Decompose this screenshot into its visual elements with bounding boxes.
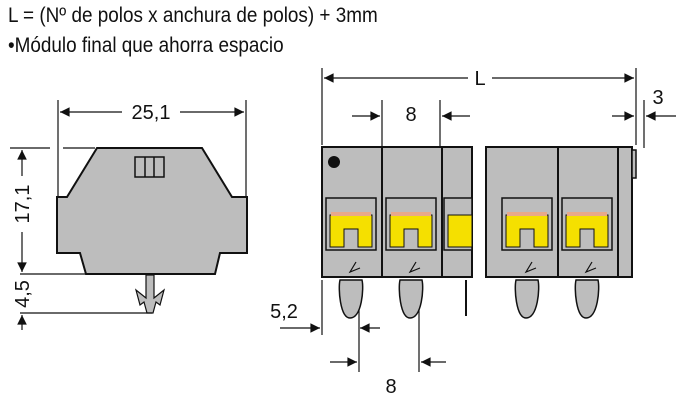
dim-offset: 5,2 <box>270 301 298 323</box>
dim-pitch-bottom: 8 <box>385 376 396 398</box>
dim-pin-height: 4,5 <box>12 280 34 308</box>
dim-pitch-top: 8 <box>405 104 416 126</box>
solder-pin <box>514 279 540 319</box>
formula-text: L = (Nº de polos x anchura de polos) + 3… <box>8 4 378 27</box>
dim-length: L <box>474 68 485 90</box>
dim-end-plate: 3 <box>652 87 663 109</box>
front-view: L 8 3 5,2 8 <box>270 68 676 398</box>
dim-height: 17,1 <box>12 185 34 224</box>
solder-pin <box>574 279 600 319</box>
side-view: 25,1 17,1 4,5 <box>10 100 248 330</box>
feature-text: •Módulo final que ahorra espacio <box>8 34 284 57</box>
dim-width: 25,1 <box>132 102 171 124</box>
